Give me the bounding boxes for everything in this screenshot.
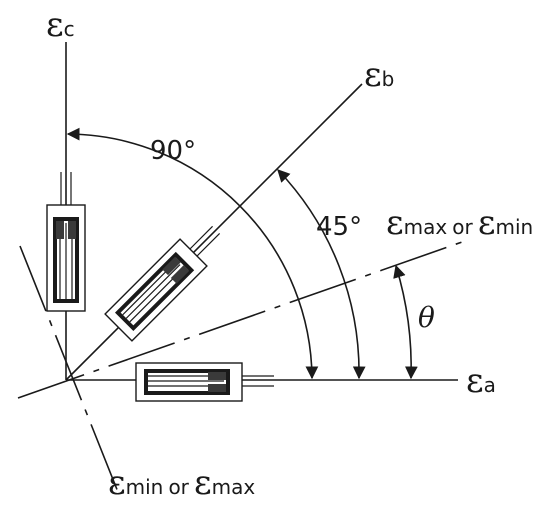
angle-label-45: 45°	[316, 212, 363, 242]
strain-gauge-c	[46, 172, 86, 312]
subscript: min	[125, 475, 164, 499]
arc-45	[277, 169, 366, 380]
subscript: max	[211, 475, 256, 499]
strain-gauge-b	[104, 225, 221, 342]
epsilon-symbol: ε	[108, 463, 126, 503]
label-epsilon-c: εc	[46, 8, 75, 42]
subscript: a	[483, 373, 496, 397]
epsilon-symbol: ε	[194, 463, 212, 503]
connector-text: or	[168, 475, 189, 499]
label-epsilon-a: εa	[466, 364, 496, 398]
label-epsilon-b: εb	[364, 58, 394, 92]
epsilon-symbol: ε	[364, 55, 382, 95]
label-principal-min-or-max: εmin or εmax	[108, 466, 255, 500]
arc-theta	[393, 264, 418, 380]
subscript: max	[403, 215, 448, 239]
angle-label-90: 90°	[150, 136, 197, 166]
subscript: min	[495, 215, 534, 239]
subscript: b	[381, 67, 395, 91]
strain-gauge-a	[135, 362, 274, 402]
epsilon-symbol: ε	[477, 203, 496, 243]
label-principal-max-or-min: εmax or εmin	[386, 206, 533, 240]
connector-text: or	[452, 215, 473, 239]
epsilon-symbol: ε	[466, 361, 484, 401]
epsilon-symbol: ε	[386, 203, 404, 243]
epsilon-symbol: ε	[46, 5, 64, 45]
angle-label-theta: θ	[418, 301, 435, 334]
subscript: c	[63, 17, 75, 41]
